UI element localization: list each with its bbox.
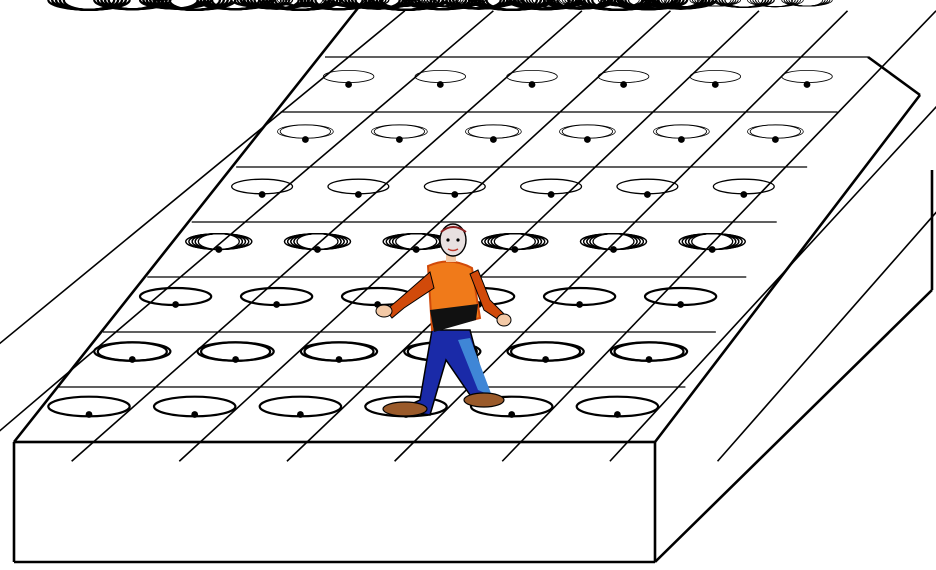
spring xyxy=(424,0,485,194)
wire-node xyxy=(548,191,555,198)
spring-coil xyxy=(782,70,833,82)
wire-node xyxy=(644,191,651,198)
wire-node xyxy=(772,136,779,143)
grid-wire xyxy=(72,11,582,461)
right-hand xyxy=(497,314,511,326)
spring-coil xyxy=(690,70,741,82)
frame-edge xyxy=(655,290,932,562)
wire-node xyxy=(437,81,444,88)
grid-wire xyxy=(0,11,493,461)
wire-node xyxy=(396,136,403,143)
spring-grid-front xyxy=(48,0,716,416)
spring xyxy=(278,0,334,138)
spring-coil xyxy=(415,70,466,82)
spring xyxy=(342,0,413,305)
grid-wire xyxy=(610,11,936,461)
spring xyxy=(713,0,774,194)
wire-node xyxy=(529,81,536,88)
spring xyxy=(782,0,833,83)
wire-node xyxy=(610,246,617,253)
grid-wire xyxy=(502,11,936,461)
wire-node xyxy=(620,81,627,88)
spring xyxy=(328,0,389,194)
right-shoe xyxy=(464,393,504,407)
wire-node xyxy=(490,136,497,143)
wire-node xyxy=(336,356,343,363)
left-shoe xyxy=(383,402,427,416)
spring xyxy=(232,0,293,194)
spring xyxy=(466,0,522,138)
spring xyxy=(748,0,804,138)
frame-edge xyxy=(655,95,920,442)
spring xyxy=(507,0,583,361)
frame-edge xyxy=(14,8,358,442)
wire-node xyxy=(451,191,458,198)
wire-node xyxy=(302,136,309,143)
wire-node xyxy=(740,191,747,198)
wire-node xyxy=(584,136,591,143)
spring xyxy=(372,0,428,138)
spring-coil xyxy=(507,70,558,82)
wire-node xyxy=(259,191,266,198)
wire-node xyxy=(712,81,719,88)
wire-node xyxy=(129,356,136,363)
spring xyxy=(544,0,615,305)
spring xyxy=(577,0,658,416)
spring-grid-back xyxy=(186,0,833,249)
wire-node xyxy=(678,136,685,143)
spring xyxy=(521,0,582,194)
spring xyxy=(198,0,274,361)
right-eye xyxy=(456,238,459,241)
spring xyxy=(94,0,170,361)
left-eye xyxy=(446,238,449,241)
wire-node xyxy=(709,246,716,253)
wire-node xyxy=(646,356,653,363)
spring xyxy=(654,0,710,138)
spring-coil xyxy=(598,70,649,82)
left-arm xyxy=(386,272,434,318)
wire-node xyxy=(804,81,811,88)
wire-node xyxy=(345,81,352,88)
frame-edge xyxy=(868,57,920,95)
wire-node xyxy=(232,356,239,363)
wire-node xyxy=(542,356,549,363)
wire-grid xyxy=(0,11,936,461)
wire-node xyxy=(355,191,362,198)
left-hand xyxy=(376,305,392,317)
